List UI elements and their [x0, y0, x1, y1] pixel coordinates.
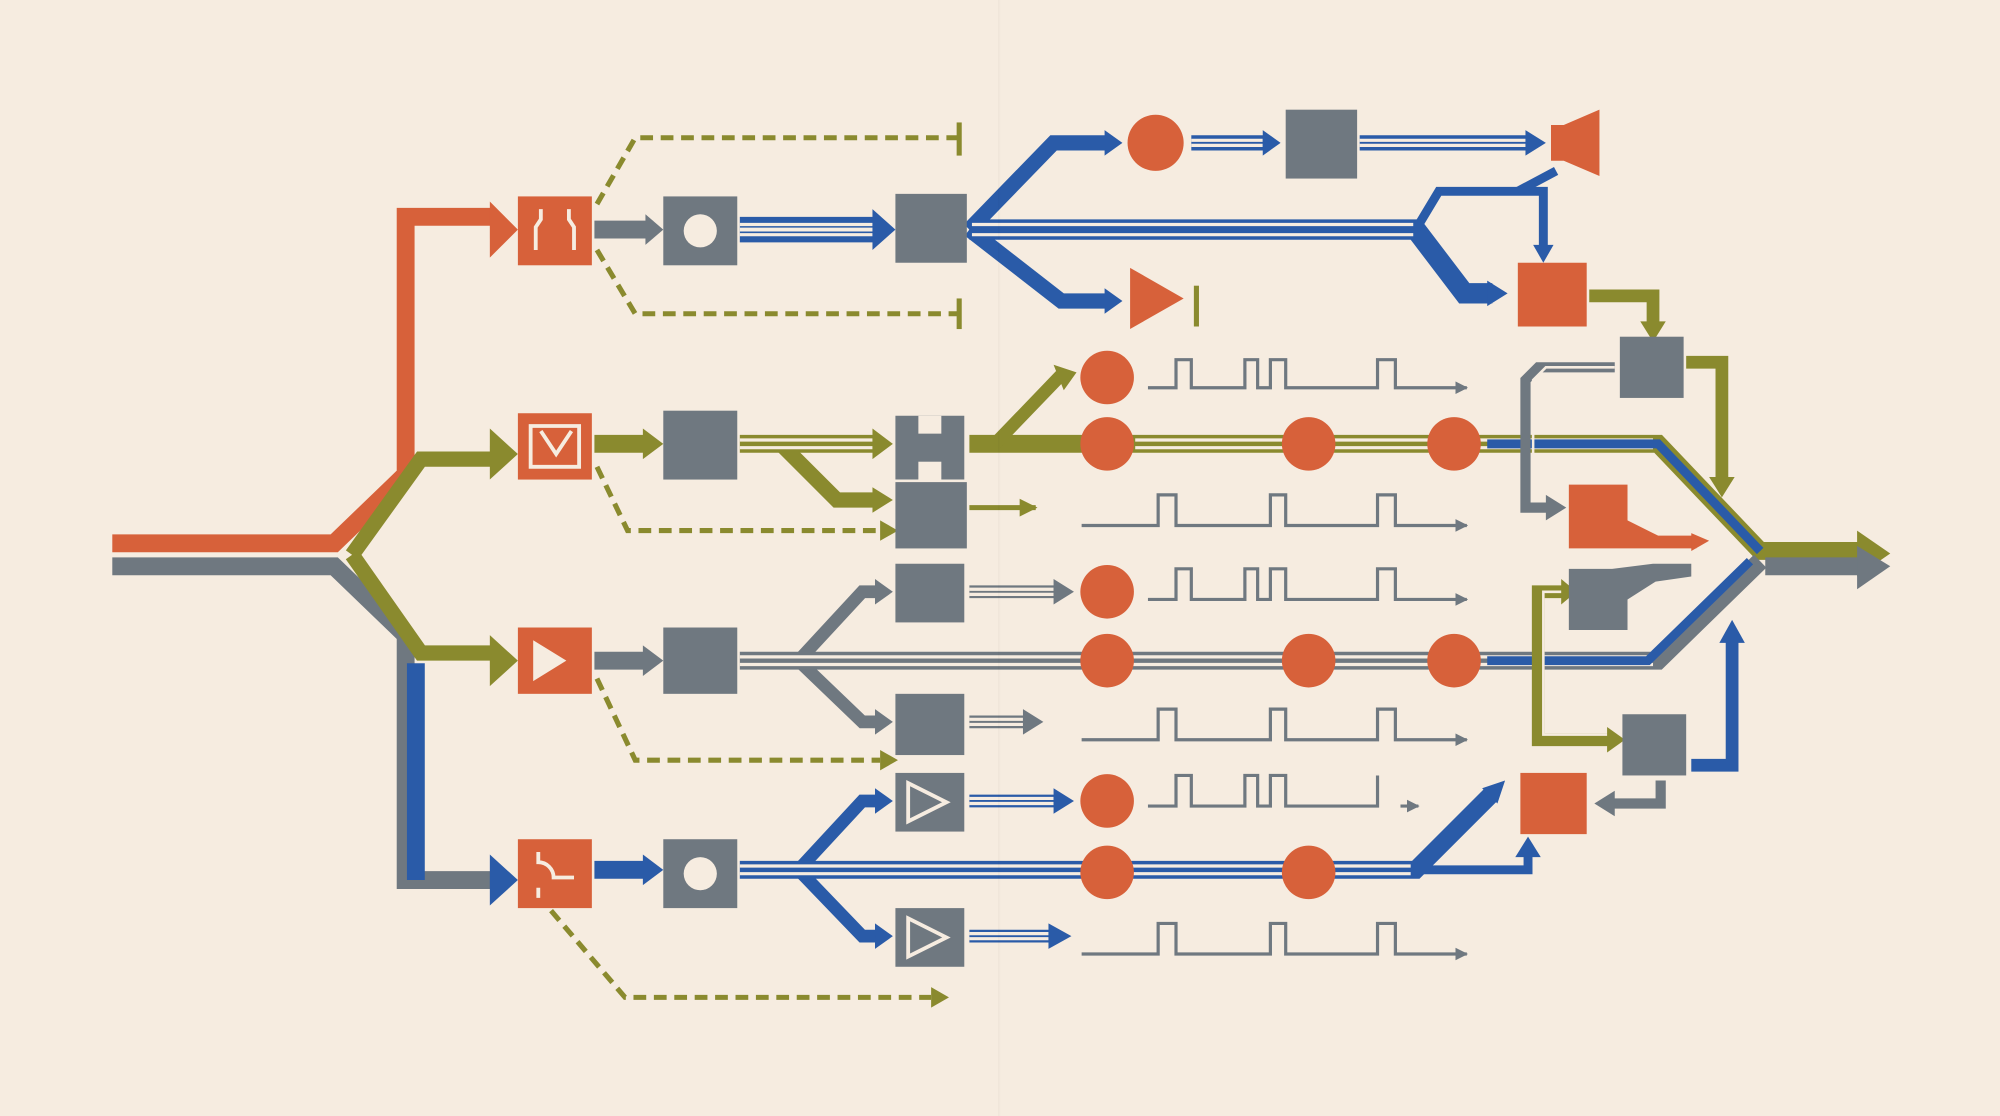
stage-a-box [895, 193, 967, 263]
row-b-links [594, 289, 1863, 560]
row-d-arrow-8 [1719, 619, 1745, 643]
row-d-node-top [1080, 774, 1134, 828]
row-c-node-3 [1427, 633, 1481, 688]
row-b-arrow-3 [872, 487, 893, 513]
merge-top-orange-box [1517, 262, 1587, 327]
bracket-glyph-icon [533, 209, 576, 250]
row-b-arrow-4 [1053, 364, 1077, 391]
row-a-arrow-8 [1533, 244, 1554, 263]
h-glyph-notch-top [918, 415, 942, 434]
stage-d1-box [895, 772, 965, 832]
stage-b2-box [895, 482, 967, 549]
merge-top-gray-box [1619, 336, 1684, 398]
row-c-arrow-4 [1053, 579, 1074, 605]
row-c-node-top [1080, 565, 1134, 619]
combiner-gray-boot-icon [1568, 563, 1692, 631]
combiner-orange-boot-icon [1568, 484, 1697, 549]
row-c-arrow-5 [1022, 709, 1044, 735]
row-d-arrow-5 [1048, 923, 1072, 949]
circle-glyph-icon-2 [683, 857, 717, 891]
output-arrow-gray [1857, 545, 1891, 590]
row-a-arrow-2 [872, 209, 896, 250]
row-b-node-2 [1281, 417, 1336, 471]
row-a-arrow-3 [1104, 130, 1123, 156]
row-b-node-3 [1427, 417, 1481, 471]
row-b-arrow-5 [1640, 321, 1666, 342]
dashed-tap-terminators [956, 122, 1199, 330]
triangle-glyph-icon [533, 640, 567, 682]
row-b-arrow-2 [872, 428, 893, 460]
pulse-train-6 [1081, 921, 1469, 961]
input-trunk [112, 201, 518, 906]
row-d-node-2 [1281, 845, 1336, 900]
dashed-taps [549, 135, 960, 1000]
row-d-arrow-7 [1515, 836, 1541, 858]
row-d-arrow-2 [875, 788, 893, 814]
row-b-node-1 [1080, 417, 1134, 471]
row-a-links [594, 135, 1559, 309]
top-square-box [1285, 109, 1358, 179]
row-a-arrow-5 [1525, 130, 1546, 156]
pulse-train-5 [1147, 773, 1420, 813]
row-d-arrow-4 [1053, 788, 1074, 814]
stage-c2-box [895, 693, 965, 756]
proc-b-box [663, 410, 738, 480]
row-c-links [594, 554, 1863, 729]
chevron-glyph-icon [528, 424, 582, 469]
tap-arrow-3 [931, 987, 949, 1008]
row-b-arrow-1 [642, 428, 664, 460]
merge-arrow-4 [1594, 790, 1615, 817]
row-d-arrow-1 [642, 854, 664, 886]
notch-glyph-icon [536, 851, 575, 898]
circle-glyph-icon [683, 214, 717, 248]
row-c-node-2 [1281, 633, 1336, 688]
pulse-train-2 [1081, 493, 1469, 532]
merge-arrow-3 [1607, 726, 1625, 753]
stage-d2-box [895, 908, 965, 967]
stage-d2-triangle-icon [906, 915, 951, 960]
combiner-orange-arrow [1691, 533, 1710, 551]
row-d-arrow-3 [875, 923, 893, 949]
h-glyph-notch-bottom [918, 461, 942, 480]
pulse-train-1 [1147, 358, 1469, 395]
speaker-icon [1550, 109, 1600, 177]
row-c-arrow-1 [642, 645, 664, 676]
row-a-arrow-7 [1487, 280, 1508, 307]
tap-arrow-2 [880, 749, 898, 771]
row-a-arrow-4 [1262, 130, 1281, 156]
merge-arrow-1 [1545, 494, 1567, 521]
top-signal-node-1 [1127, 114, 1184, 171]
row-a-arrow-6 [1104, 288, 1123, 314]
demux-a-box [517, 196, 592, 266]
row-a-white-rails [739, 138, 1526, 237]
row-b-node-top [1080, 350, 1134, 405]
merge-bottom-orange-box [1520, 772, 1587, 835]
tap-arrow-1 [880, 520, 898, 541]
stage-c1-box [895, 563, 965, 623]
row-d-arrow-6 [1482, 780, 1506, 804]
row-a-arrow-1 [645, 214, 664, 245]
row-c-node-1 [1080, 633, 1134, 688]
play-icon [1130, 267, 1184, 330]
row-d-node-1 [1080, 845, 1134, 900]
pulse-train-4 [1081, 707, 1469, 747]
h-glyph-icon [895, 415, 965, 480]
row-b-arrow-6 [1709, 477, 1735, 498]
merge-bottom-gray-box [1622, 714, 1687, 776]
stage-d1-triangle-icon [906, 780, 951, 825]
row-c-arrow-2 [875, 579, 893, 605]
row-c-arrow-3 [875, 709, 893, 735]
pulse-train-3 [1147, 567, 1469, 606]
proc-c-box [663, 627, 738, 694]
merge-loops [1520, 362, 1666, 809]
